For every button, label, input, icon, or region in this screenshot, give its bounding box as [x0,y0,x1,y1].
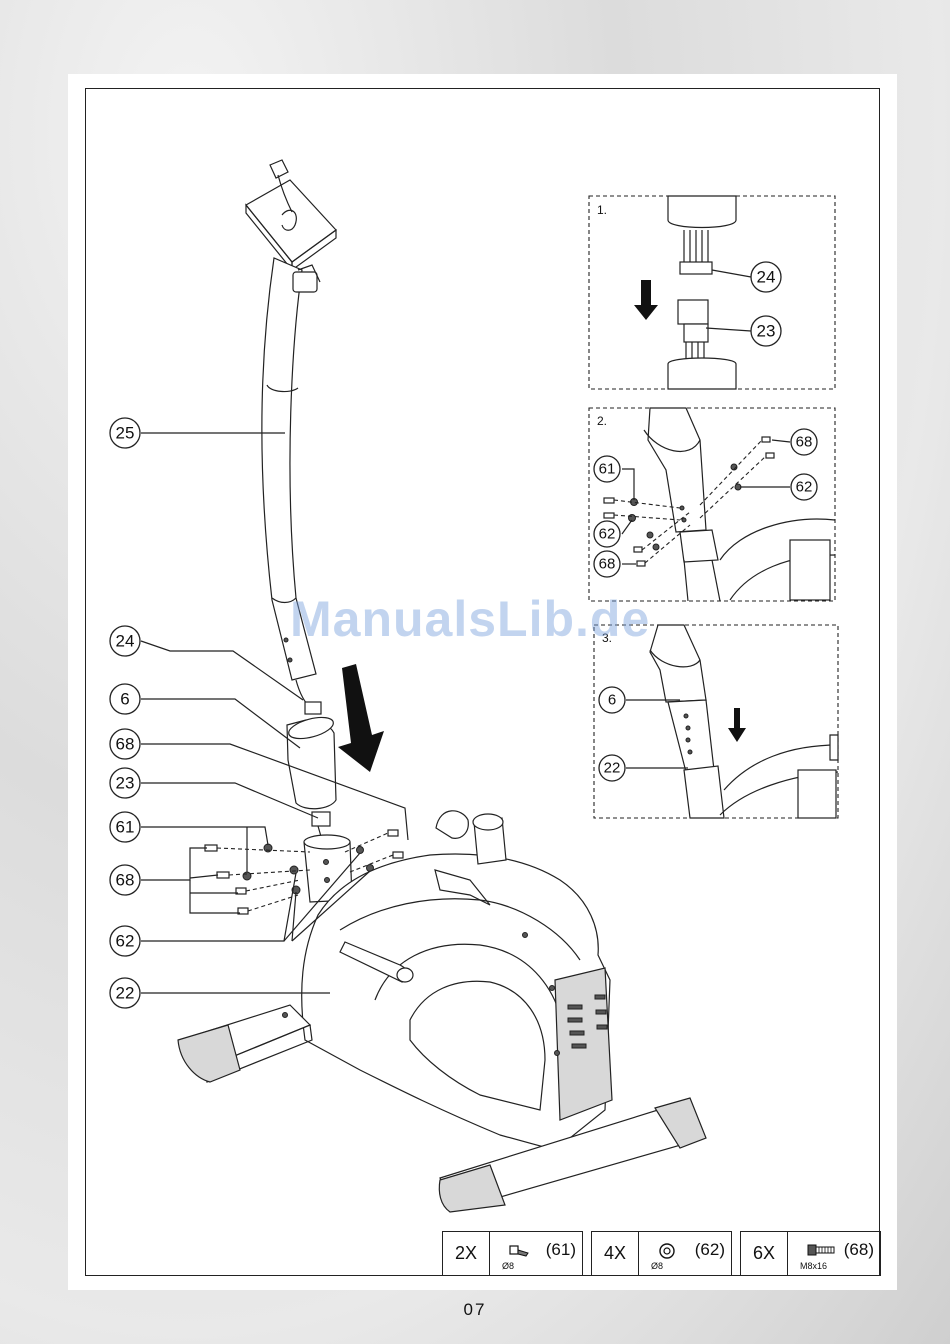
svg-text:2.: 2. [597,414,607,428]
callout-62: 62 [110,926,140,956]
hardware-size: Ø8 [651,1261,663,1271]
hardware-ref: (62) [695,1240,725,1260]
callout-23: 23 [110,768,140,798]
svg-text:68: 68 [116,735,135,754]
svg-text:24: 24 [757,268,776,287]
svg-text:6: 6 [608,692,616,709]
svg-text:61: 61 [116,818,135,837]
screw-icon [806,1242,838,1258]
svg-text:62: 62 [796,479,813,496]
svg-text:62: 62 [116,932,135,951]
hardware-qty: 4X [592,1232,639,1275]
page-number: 07 [0,1300,950,1320]
svg-text:62: 62 [599,526,616,543]
hardware-ref: (61) [546,1240,576,1260]
svg-text:25: 25 [116,424,135,443]
callout-25: 25 [110,418,140,448]
console-plate [246,160,336,270]
svg-text:1.: 1. [597,203,607,217]
callout-68-a: 68 [110,729,140,759]
svg-text:22: 22 [116,984,135,1003]
hardware-qty: 6X [741,1232,788,1275]
svg-text:23: 23 [116,774,135,793]
svg-text:61: 61 [599,461,616,478]
callout-24: 24 [110,626,140,656]
watermark: ManualsLib.de [290,590,650,648]
hardware-item-61: 2X (61) Ø8 [442,1231,583,1276]
bolt-icon [508,1242,534,1258]
svg-text:6: 6 [120,690,129,709]
hardware-item-68: 6X (68) M8x16 [740,1231,881,1276]
hardware-table: 2X (61) Ø8 4X (62) Ø8 6X [442,1231,881,1276]
svg-text:22: 22 [604,760,621,777]
front-stabilizer [178,1005,312,1082]
inset-step-1: 1. 24 23 [589,196,835,389]
hardware-ref: (68) [844,1240,874,1260]
callout-68-b: 68 [110,865,140,895]
hardware-size: M8x16 [800,1261,827,1271]
inset-step-2: 2. 61 62 68 [589,408,835,601]
svg-text:68: 68 [599,556,616,573]
hardware-details: (68) M8x16 [788,1232,880,1275]
hardware-details: (61) Ø8 [490,1232,582,1275]
callout-61: 61 [110,812,140,842]
hardware-size: Ø8 [502,1261,514,1271]
sleeve-6 [286,713,336,808]
svg-text:68: 68 [796,434,813,451]
svg-text:68: 68 [116,871,135,890]
insert-arrow [338,664,384,772]
main-callouts: 25 24 6 68 23 61 68 62 22 [110,418,140,1008]
washer-icon [657,1242,683,1260]
inset-step-3: 3. 6 22 [594,625,838,818]
callout-22: 22 [110,978,140,1008]
svg-text:24: 24 [116,632,135,651]
hardware-item-62: 4X (62) Ø8 [591,1231,732,1276]
hardware-qty: 2X [443,1232,490,1275]
callout-6: 6 [110,684,140,714]
svg-text:23: 23 [757,322,776,341]
hardware-details: (62) Ø8 [639,1232,731,1275]
